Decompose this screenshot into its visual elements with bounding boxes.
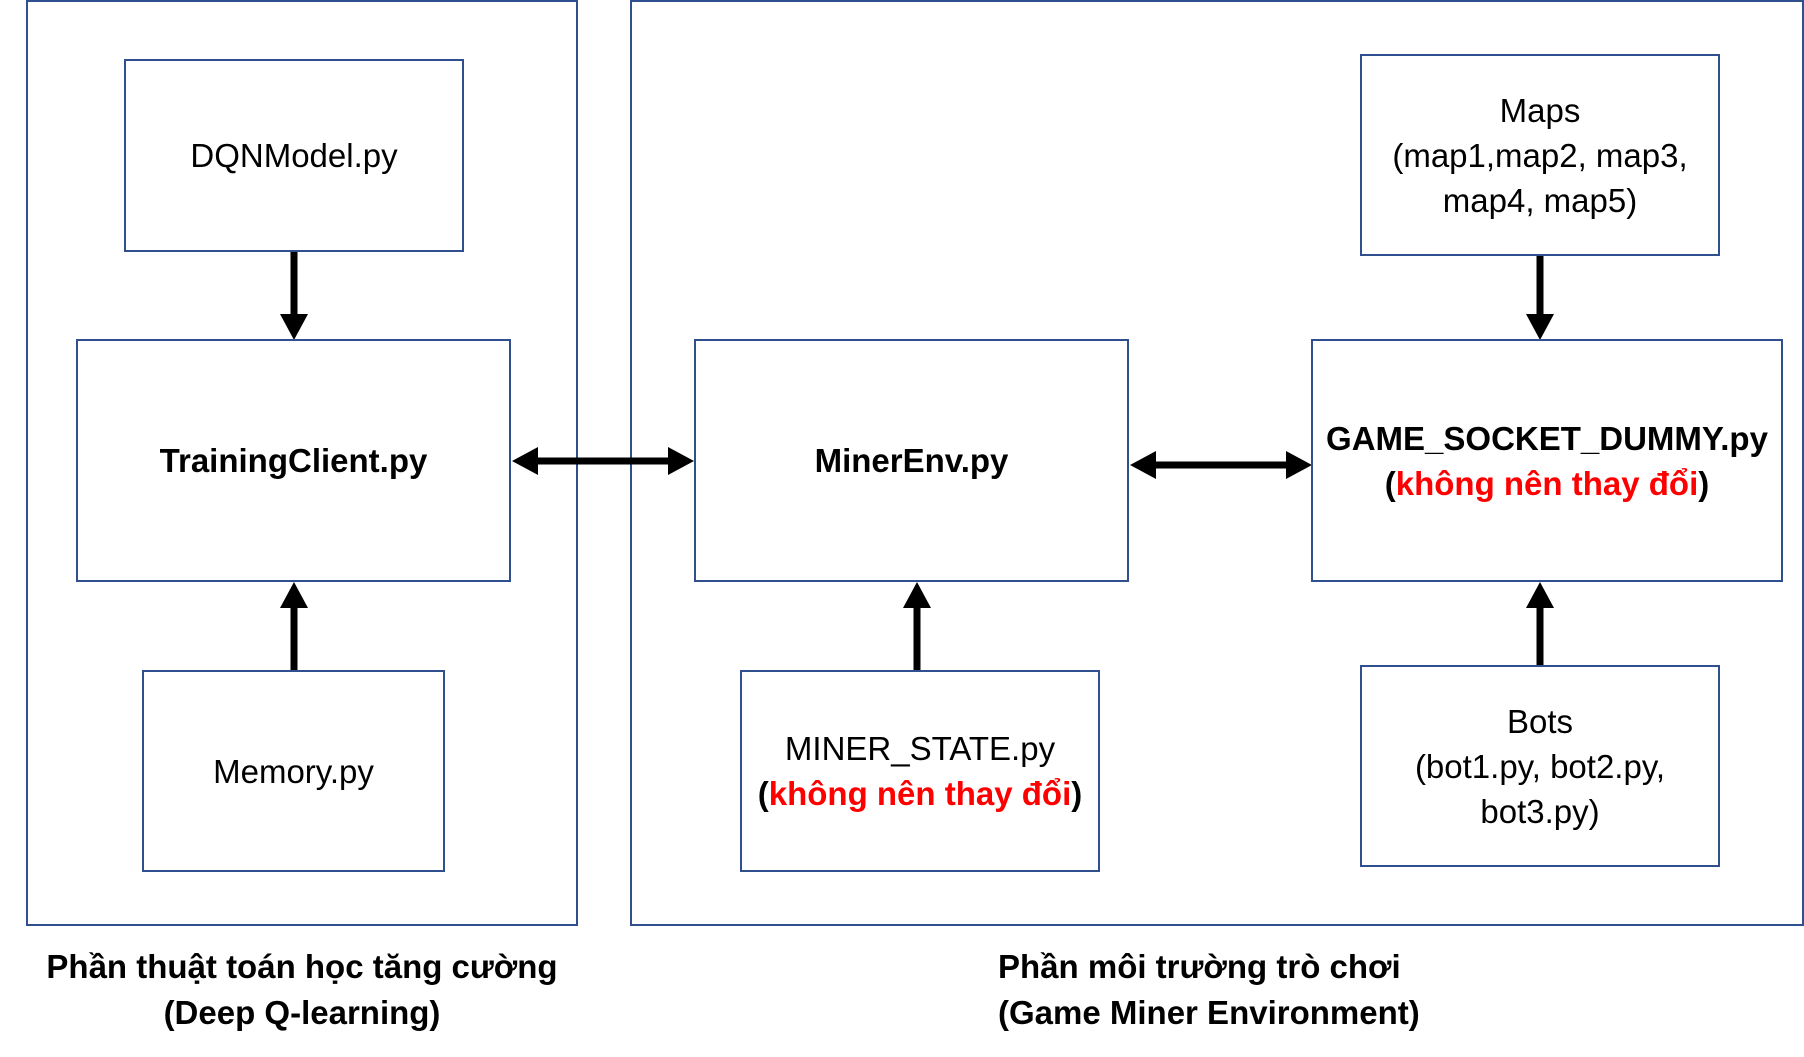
maps-list-line2: map4, map5)	[1442, 181, 1638, 219]
minerenv-box: MinerEnv.py	[694, 339, 1129, 582]
memory-label: Memory.py	[213, 752, 374, 790]
dqnmodel-label: DQNModel.py	[190, 137, 398, 174]
gamesocket-warning: không nên thay đổi	[1395, 464, 1699, 502]
maps-list-line1: (map1,map2, map3,	[1392, 136, 1688, 174]
left-caption-line2: (Deep Q-learning)	[163, 994, 441, 1031]
maps-title: Maps	[1499, 91, 1581, 129]
gamesocket-box: GAME_SOCKET_DUMMY.py (không nên thay đổi…	[1311, 339, 1783, 582]
arrow-minerenv-gamesocket	[1130, 451, 1312, 479]
left-caption-line1: Phần thuật toán học tăng cường	[46, 948, 558, 985]
dqnmodel-box: DQNModel.py	[124, 59, 464, 252]
minerstate-box: MINER_STATE.py (không nên thay đổi)	[740, 670, 1100, 872]
minerenv-label: MinerEnv.py	[814, 442, 1009, 479]
bots-list-line2: bot3.py)	[1480, 792, 1600, 830]
gamesocket-label: GAME_SOCKET_DUMMY.py	[1326, 419, 1768, 457]
bots-list-line1: (bot1.py, bot2.py,	[1414, 747, 1666, 785]
bots-title: Bots	[1506, 702, 1574, 740]
right-group-caption: Phần môi trường trò chơi (Game Miner Env…	[998, 944, 1598, 1036]
arrow-dqnmodel-to-trainingclient	[280, 252, 308, 340]
maps-box: Maps (map1,map2, map3, map4, map5)	[1360, 54, 1720, 256]
minerstate-warning: không nên thay đổi	[768, 775, 1072, 812]
right-caption-line2: (Game Miner Environment)	[998, 994, 1420, 1031]
bots-box: Bots (bot1.py, bot2.py, bot3.py)	[1360, 665, 1720, 867]
left-group-caption: Phần thuật toán học tăng cường (Deep Q-l…	[26, 944, 578, 1036]
arrow-trainingclient-minerenv	[512, 447, 694, 475]
arrow-maps-to-gamesocket	[1526, 256, 1554, 340]
trainingclient-label: TrainingClient.py	[159, 442, 428, 479]
gamesocket-note: (không nên thay đổi)	[1384, 464, 1710, 502]
memory-box: Memory.py	[142, 670, 445, 872]
arrow-memory-to-trainingclient	[280, 582, 308, 670]
trainingclient-box: TrainingClient.py	[76, 339, 511, 582]
arrow-bots-to-gamesocket	[1526, 582, 1554, 670]
arrow-minerstate-to-minerenv	[903, 582, 931, 670]
right-caption-line1: Phần môi trường trò chơi	[998, 948, 1401, 985]
minerstate-label: MINER_STATE.py	[784, 730, 1056, 767]
minerstate-note: (không nên thay đổi)	[757, 775, 1083, 812]
